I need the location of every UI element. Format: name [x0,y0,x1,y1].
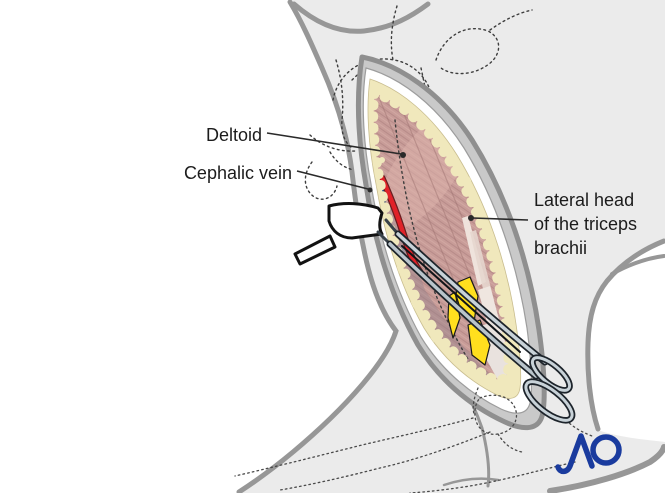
annotations: Deltoid Cephalic vein Lateral head of th… [184,125,637,258]
retractor [293,202,384,266]
deltoid-leader-dot [400,152,406,158]
retractor-handle [293,234,337,266]
lateral-head-leader-line [472,217,529,221]
scissors-ring-lower [522,378,576,424]
retractor-blade [327,202,384,240]
lateral-head-leader-dot [468,215,474,221]
arm-outline-strokes [236,0,665,493]
svg-text:brachii: brachii [534,238,587,258]
scissors-ring-upper [529,354,573,394]
ao-logo-o [590,434,622,466]
scissors [376,218,576,424]
label-lateral-head: Lateral head of the triceps brachii [534,190,637,258]
label-deltoid: Deltoid [206,125,262,145]
label-cephalic-vein: Cephalic vein [184,163,292,183]
svg-text:Lateral head: Lateral head [534,190,634,210]
cephalic-leader-line [296,170,369,190]
ao-logo-a [555,433,595,475]
deltoid-leader-line [266,132,402,155]
ao-logo [555,433,622,475]
cephalic-leader-dot [367,187,373,193]
svg-text:of the triceps: of the triceps [534,214,637,234]
bone-dotted-lines-bottom [234,387,593,493]
